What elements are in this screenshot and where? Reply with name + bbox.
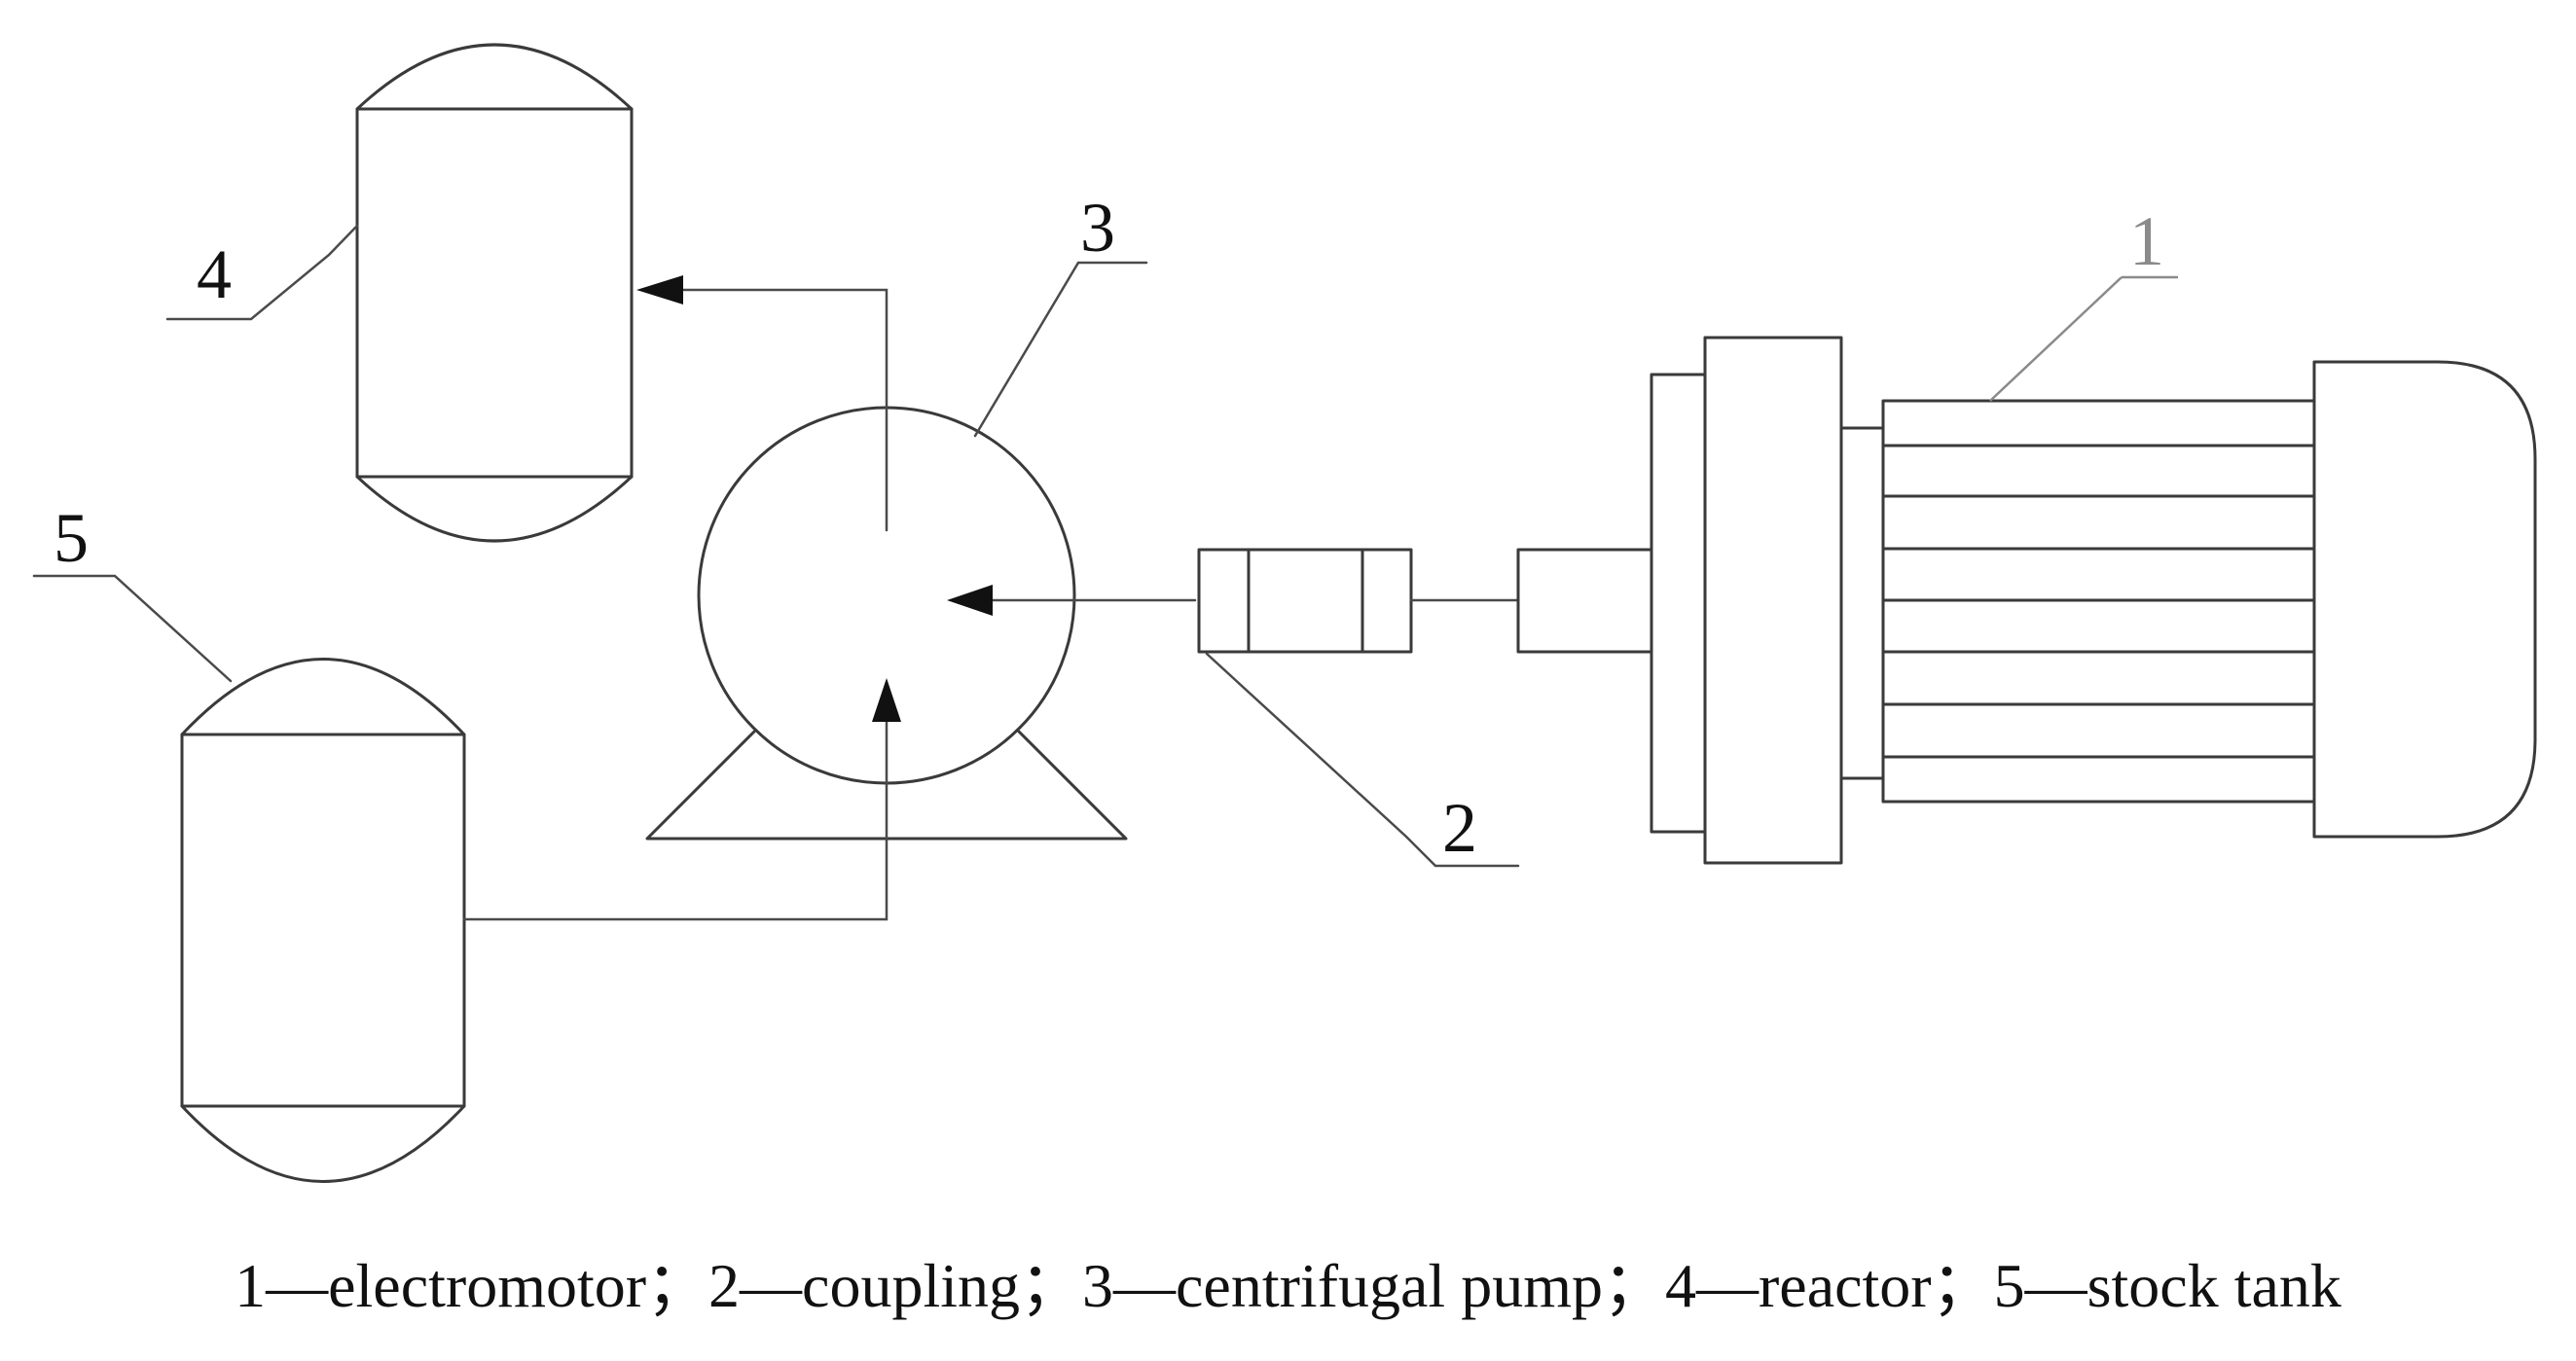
motor-flange-inner — [1703, 336, 1843, 865]
figure-caption: 1—electromotor；2—coupling；3—centrifugal … — [235, 1251, 2341, 1320]
flow-arrow-into-reactor — [636, 275, 683, 304]
coupling — [1197, 548, 1520, 654]
shaft-arrow — [947, 585, 993, 616]
svg-text:1: 1 — [2129, 202, 2164, 280]
flow-arrow-into-pump — [872, 678, 901, 722]
callout-4: 4 — [165, 224, 359, 321]
motor-shaft-end — [1516, 548, 1653, 654]
motor-fan-cover — [2312, 360, 2537, 839]
callout-1: 1 — [1989, 202, 2178, 402]
reactor-vessel — [355, 43, 634, 543]
motor-neck — [1839, 426, 1885, 780]
svg-text:5: 5 — [54, 499, 89, 577]
callout-3: 3 — [973, 189, 1148, 438]
stock-tank-vessel — [180, 658, 466, 1183]
svg-text:4: 4 — [197, 235, 232, 313]
drive-shaft — [947, 585, 1197, 616]
tank-to-pump-pipe — [462, 678, 901, 921]
svg-text:2: 2 — [1442, 789, 1477, 867]
motor-cooling-fins — [1881, 444, 2316, 759]
callout-2: 2 — [1205, 652, 1520, 868]
electromotor — [1516, 336, 2537, 865]
motor-flange-outer — [1650, 373, 1707, 834]
callout-5: 5 — [32, 499, 233, 683]
pump-to-reactor-pipe — [636, 275, 889, 532]
svg-text:3: 3 — [1080, 189, 1115, 267]
